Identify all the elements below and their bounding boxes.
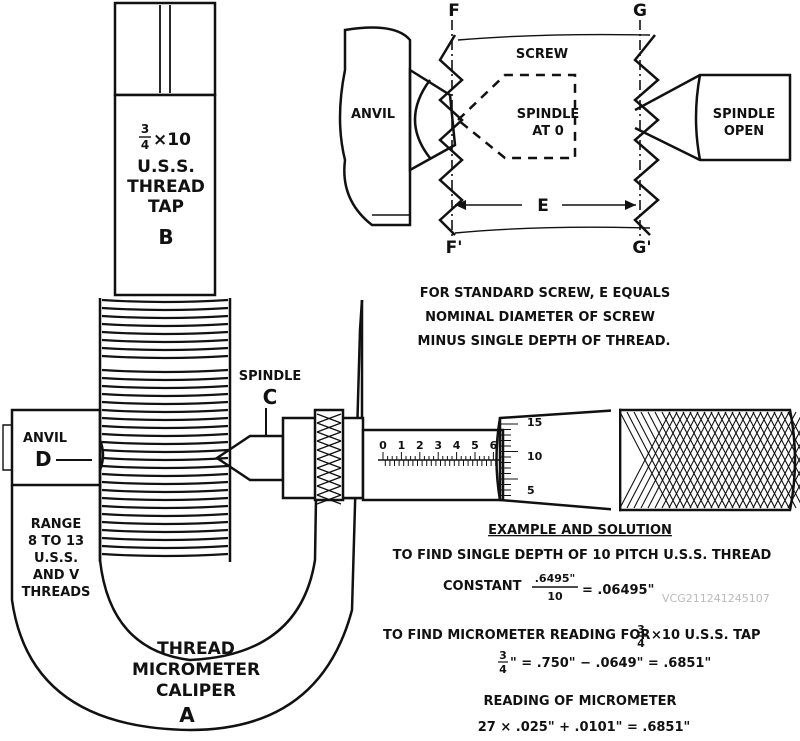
thimble-scale-number: 10 [527, 450, 543, 463]
tap-thread-section [98, 298, 232, 562]
example-heading: EXAMPLE AND SOLUTION [488, 523, 672, 538]
sleeve-scale-number: 2 [416, 439, 424, 452]
sleeve-scale-number: 4 [453, 439, 461, 452]
constant-label: CONSTANT [443, 579, 522, 594]
note-line-3: MINUS SINGLE DEPTH OF THREAD. [418, 334, 671, 349]
inset-spindle-open-line1: SPINDLE [713, 107, 776, 122]
tap-fraction-num: 3 [141, 122, 149, 136]
range-line: AND V [33, 568, 79, 583]
sleeve-scale-number: 1 [398, 439, 406, 452]
tap-fraction-den: 4 [141, 138, 149, 152]
calc-rest: " = .750" − .0649" = .6851" [510, 656, 711, 671]
marker-g: G [633, 1, 647, 21]
micrometer-title-micrometer: MICROMETER [132, 660, 260, 680]
sleeve-scale-number: 5 [471, 439, 479, 452]
reading-calc: 27 × .025" + .0101" = .6851" [478, 720, 691, 735]
watermark: VCG211241245107 [662, 592, 770, 605]
calc-frac-num: 3 [499, 649, 507, 662]
spindle-label: SPINDLE [239, 369, 302, 384]
inset-spindle-open-line2: OPEN [724, 124, 764, 139]
micrometer-title-caliper: CALIPER [156, 681, 236, 701]
micrometer-title-thread: THREAD [157, 639, 235, 659]
note-line-2: NOMINAL DIAMETER OF SCREW [425, 310, 655, 325]
constant-numerator: .6495" [535, 572, 576, 585]
inset-spindle-at0-line2: AT 0 [532, 124, 564, 139]
tap-line-uss: U.S.S. [137, 157, 195, 177]
step2-frac-den: 4 [637, 637, 645, 650]
step2-suffix: ×10 U.S.S. TAP [651, 628, 761, 643]
anvil-letter-d: D [35, 447, 52, 471]
step2-frac-num: 3 [637, 623, 645, 636]
anvil-label: ANVIL [23, 431, 67, 446]
constant-result: = .06495" [582, 583, 654, 598]
note-line-1: FOR STANDARD SCREW, E EQUALS [420, 286, 671, 301]
marker-f-prime: F' [446, 238, 463, 258]
constant-denominator: 10 [547, 590, 563, 603]
tap-line-tap: TAP [148, 197, 184, 217]
thimble-scale-number: 15 [527, 416, 542, 429]
sleeve-scale-number: 0 [379, 439, 387, 452]
sleeve-scale-number: 3 [434, 439, 442, 452]
range-line: THREADS [22, 585, 91, 600]
calc-frac-den: 4 [499, 663, 507, 676]
inset-diagram [338, 20, 792, 240]
inset-anvil-label: ANVIL [351, 107, 395, 122]
example-step2: TO FIND MICROMETER READING FOR [383, 628, 650, 643]
inset-spindle-at0-line1: SPINDLE [517, 107, 580, 122]
reading-heading: READING OF MICROMETER [483, 694, 676, 709]
marker-g-prime: G' [632, 238, 651, 258]
range-line: U.S.S. [34, 551, 78, 566]
range-line: 8 TO 13 [28, 534, 84, 549]
marker-f: F [448, 1, 460, 21]
spindle-letter-c: C [263, 385, 278, 409]
thimble: 15 10 5 [495, 408, 622, 512]
sleeve-scale-number: 6 [490, 439, 498, 452]
micrometer-letter-a: A [179, 703, 195, 727]
dimension-e: E [537, 196, 549, 216]
tap-letter-b: B [158, 225, 173, 249]
thread-tap [98, 1, 232, 562]
range-text: RANGE 8 TO 13 U.S.S. AND V THREADS [22, 517, 91, 600]
example-step1: TO FIND SINGLE DEPTH OF 10 PITCH U.S.S. … [393, 548, 772, 563]
inset-screw-label: SCREW [516, 47, 568, 62]
range-line: RANGE [31, 517, 82, 532]
tap-size-suffix: ×10 [153, 130, 191, 150]
thimble-scale-number: 5 [527, 484, 535, 497]
thimble-knurl [611, 408, 800, 512]
tap-line-thread: THREAD [127, 177, 205, 197]
lock-ring [313, 408, 345, 505]
